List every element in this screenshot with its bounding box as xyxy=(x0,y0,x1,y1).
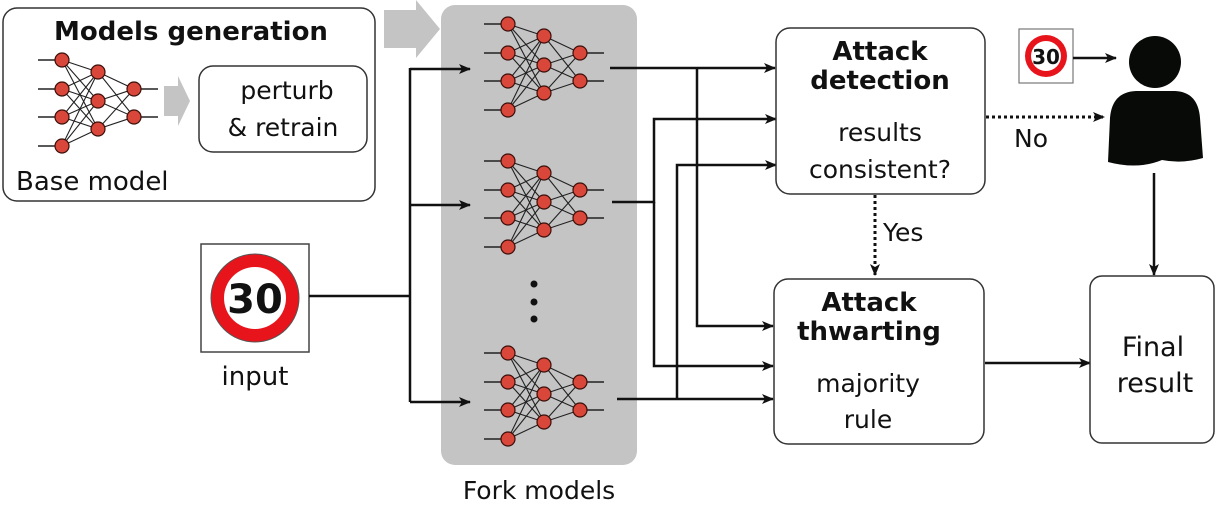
neuron-layer-2-node-3 xyxy=(536,414,552,430)
fork-model-2-network-icon xyxy=(484,153,604,255)
neuron-layer-1-node-4 xyxy=(500,431,516,447)
human-sign-value: 30 xyxy=(1032,45,1060,69)
neuron-layer-1-node-3 xyxy=(54,109,70,125)
attack-detection-body-2: consistent? xyxy=(809,155,951,184)
neuron-layer-2-node-1 xyxy=(536,357,552,373)
attack-thwarting-title-1: Attack xyxy=(821,288,917,318)
neuron-layer-1-node-2 xyxy=(54,81,70,97)
neuron-layer-1-node-2 xyxy=(500,45,516,61)
neuron-layer-1-node-2 xyxy=(500,182,516,198)
neuron-layer-3-node-2 xyxy=(126,109,142,125)
fork-output-connectors xyxy=(610,63,777,404)
model-2-to-thwarting-arrow xyxy=(652,202,774,371)
attack-detection-title-2: detection xyxy=(810,66,949,96)
yes-label: Yes xyxy=(882,218,923,247)
generation-to-fork-arrow-icon xyxy=(384,0,440,58)
final-result-line-2: result xyxy=(1117,368,1193,399)
models-generation-panel: Models generation perturb & retrain Base… xyxy=(2,7,376,202)
fork-models-panel: Fork models xyxy=(441,5,637,505)
neuron-layer-3-node-1 xyxy=(572,45,588,61)
neuron-layer-2-node-2 xyxy=(536,57,552,73)
neuron-layer-1-node-2 xyxy=(500,374,516,390)
model-1-to-thwarting-arrow xyxy=(695,68,774,331)
fork-model-1-network-icon xyxy=(484,16,604,118)
input-label: input xyxy=(222,362,289,392)
final-result-frame xyxy=(1089,275,1215,444)
attack-thwarting-body-2: rule xyxy=(844,405,892,434)
neuron-layer-2-node-2 xyxy=(536,194,552,210)
attack-thwarting-frame xyxy=(773,278,985,445)
perturb-retrain-line-1: perturb xyxy=(240,76,333,105)
attack-thwarting-title-2: thwarting xyxy=(797,317,941,347)
attack-thwarting-body-1: majority xyxy=(816,369,920,398)
input-connectors xyxy=(309,64,471,407)
person-icon xyxy=(1108,36,1203,166)
neuron-layer-3-node-1 xyxy=(572,374,588,390)
speed-limit-sign-icon: 30 xyxy=(210,253,300,343)
neuron-layer-1-node-4 xyxy=(500,102,516,118)
neuron-layer-1-node-3 xyxy=(500,73,516,89)
base-model-label: Base model xyxy=(16,167,169,197)
final-result-box: Final result xyxy=(1089,275,1215,444)
neuron-layer-2-node-1 xyxy=(90,64,106,80)
gray-arrow-icon xyxy=(164,76,190,126)
neuron-layer-1-node-3 xyxy=(500,402,516,418)
final-result-line-1: Final xyxy=(1122,332,1184,363)
ellipsis-icon xyxy=(530,280,538,323)
neuron-layer-2-node-3 xyxy=(536,222,552,238)
fork-models-label: Fork models xyxy=(463,476,615,505)
base-model-network-icon xyxy=(38,52,158,154)
neuron-layer-1-node-1 xyxy=(54,52,70,68)
attack-detection-box: Attack detection results consistent? xyxy=(775,27,986,195)
perturb-retrain-box xyxy=(198,65,368,153)
attack-detection-body-1: results xyxy=(838,118,922,147)
input-sign-value: 30 xyxy=(227,277,283,323)
neuron-layer-1-node-4 xyxy=(500,239,516,255)
neuron-layer-2-node-2 xyxy=(536,386,552,402)
fork-model-n-network-icon xyxy=(484,345,604,447)
neuron-layer-1-node-1 xyxy=(500,16,516,32)
model-n-to-detection-arrow xyxy=(675,160,777,399)
model-2-to-detection-arrow xyxy=(612,114,777,204)
input-panel: 30 input xyxy=(200,243,310,392)
perturb-retrain-line-2: & retrain xyxy=(228,113,339,142)
no-label: No xyxy=(1014,124,1048,153)
neuron-layer-2-node-1 xyxy=(536,165,552,181)
neuron-layer-1-node-3 xyxy=(500,210,516,226)
attack-thwarting-box: Attack thwarting majority rule xyxy=(773,278,985,445)
neuron-layer-2-node-3 xyxy=(536,85,552,101)
neuron-layer-3-node-1 xyxy=(126,81,142,97)
neuron-layer-3-node-1 xyxy=(572,182,588,198)
neuron-layer-2-node-1 xyxy=(536,28,552,44)
models-generation-title: Models generation xyxy=(54,17,328,47)
attack-detection-frame xyxy=(775,27,986,195)
neuron-layer-1-node-4 xyxy=(54,138,70,154)
neuron-layer-3-node-2 xyxy=(572,402,588,418)
neuron-layer-2-node-2 xyxy=(90,93,106,109)
neuron-layer-1-node-1 xyxy=(500,153,516,169)
neuron-layer-1-node-1 xyxy=(500,345,516,361)
attack-detection-title-1: Attack xyxy=(832,37,928,67)
neuron-layer-2-node-3 xyxy=(90,121,106,137)
neuron-layer-3-node-2 xyxy=(572,73,588,89)
neuron-layer-3-node-2 xyxy=(572,210,588,226)
human-speed-limit-sign-icon: 30 xyxy=(1025,35,1067,77)
human-panel: 30 xyxy=(1018,28,1203,276)
